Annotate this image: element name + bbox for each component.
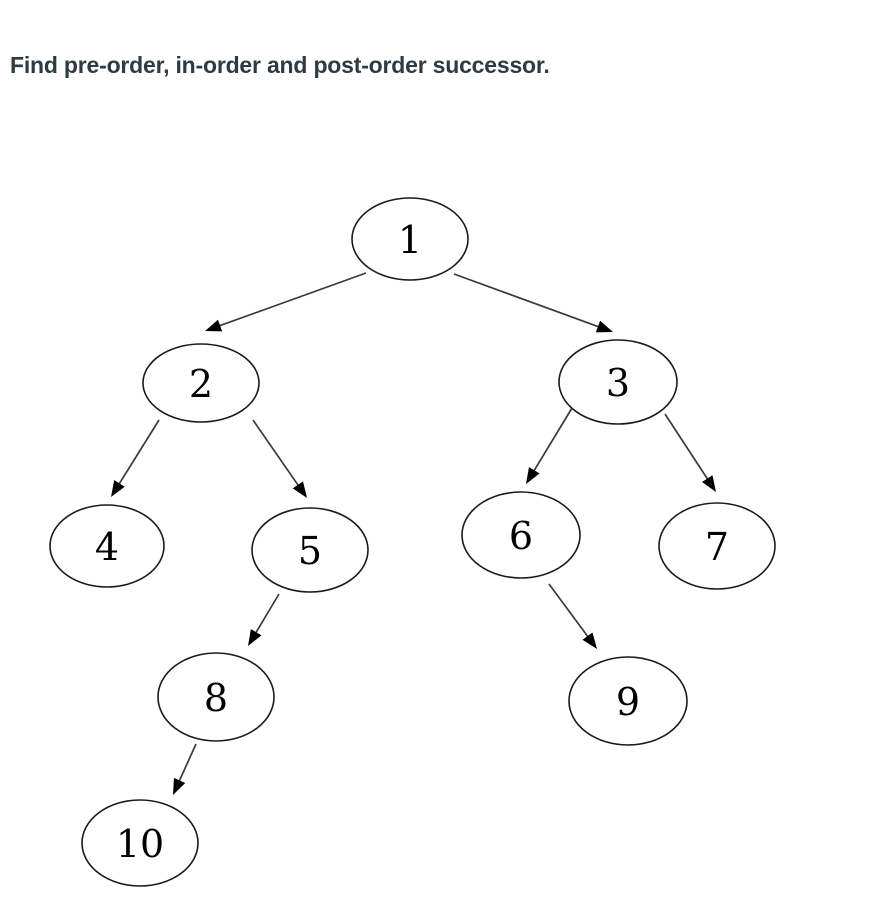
edge-line (664, 413, 710, 482)
arrowhead-icon (702, 475, 716, 492)
tree-node-7[interactable]: 7 (658, 502, 776, 590)
tree-node-2[interactable]: 2 (142, 343, 260, 423)
tree-edge-n3-n7 (664, 413, 716, 492)
tree-node-4[interactable]: 4 (49, 504, 165, 588)
node-ellipse (351, 197, 469, 281)
tree-node-10[interactable]: 10 (81, 799, 199, 887)
edge-line (252, 419, 301, 488)
node-label: 4 (95, 525, 119, 569)
node-ellipse (251, 507, 369, 593)
node-label: 10 (116, 822, 164, 866)
tree-node-3[interactable]: 3 (558, 339, 678, 425)
arrowhead-icon (582, 632, 597, 649)
tree-edge-n6-n9 (548, 583, 597, 649)
arrowhead-icon (248, 629, 262, 646)
tree-node-9[interactable]: 9 (568, 656, 688, 746)
arrowhead-icon (595, 320, 613, 333)
node-label: 9 (616, 680, 640, 724)
tree-edge-n8-n10 (173, 743, 197, 795)
node-label: 8 (204, 676, 228, 720)
edge-line (253, 593, 280, 636)
tree-node-1[interactable]: 1 (351, 197, 469, 281)
tree-nodes-group: 1 2 3 4 5 6 7 8 9 10 (49, 197, 776, 887)
node-ellipse (558, 339, 678, 425)
arrowhead-icon (111, 480, 125, 497)
arrowhead-icon (292, 481, 307, 498)
edge-line (532, 407, 573, 474)
edge-line (216, 272, 367, 328)
node-ellipse (658, 502, 776, 590)
arrowhead-icon (526, 467, 540, 484)
tree-edge-n3-n6 (526, 407, 573, 484)
node-label: 1 (398, 218, 422, 262)
node-ellipse (49, 504, 165, 588)
tree-edges-group (111, 272, 716, 795)
node-label: 5 (298, 529, 322, 573)
tree-node-5[interactable]: 5 (251, 507, 369, 593)
edge-line (117, 419, 160, 487)
edge-line (177, 743, 197, 784)
arrowhead-icon (205, 319, 223, 332)
node-ellipse (461, 491, 581, 579)
tree-edge-n1-n3 (453, 273, 613, 333)
tree-edge-n2-n5 (252, 419, 307, 498)
page-title: Find pre-order, in-order and post-order … (10, 52, 550, 78)
tree-edge-n2-n4 (111, 419, 160, 497)
node-ellipse (157, 652, 275, 742)
tree-edge-n5-n8 (248, 593, 280, 646)
arrowhead-icon (173, 777, 186, 795)
node-label: 3 (606, 361, 630, 405)
node-ellipse (142, 343, 260, 423)
node-ellipse (81, 799, 199, 887)
edge-line (548, 583, 590, 640)
node-ellipse (568, 656, 688, 746)
edge-line (453, 273, 602, 329)
tree-edge-n1-n2 (205, 272, 367, 332)
tree-node-6[interactable]: 6 (461, 491, 581, 579)
node-label: 2 (189, 362, 213, 406)
node-label: 6 (509, 514, 533, 558)
node-label: 7 (705, 525, 729, 569)
tree-node-8[interactable]: 8 (157, 652, 275, 742)
